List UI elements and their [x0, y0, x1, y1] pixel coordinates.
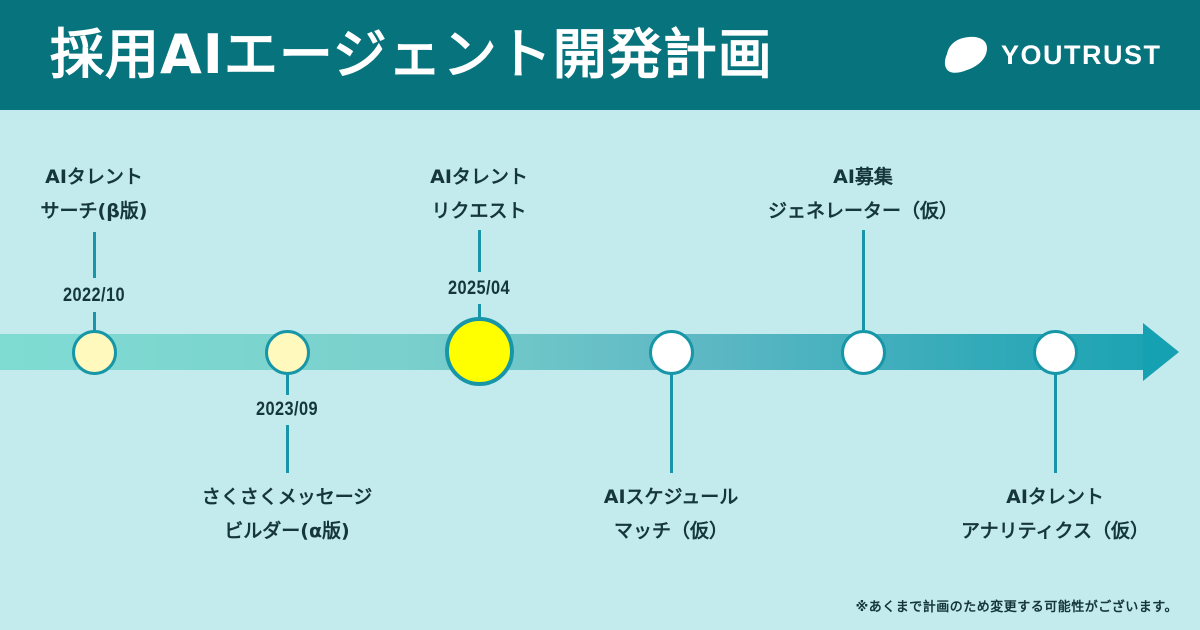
connector-line: [93, 232, 96, 278]
connector-line: [478, 230, 481, 272]
connector-line: [286, 425, 289, 473]
milestone-node: [841, 330, 886, 375]
connector-line: [862, 230, 865, 330]
page-title: 採用AIエージェント開発計画: [50, 23, 773, 86]
milestone-node: [265, 330, 310, 375]
milestone-node: [72, 330, 117, 375]
milestone-label: AI募集 ジェネレーター（仮）: [767, 166, 958, 222]
milestone-label: AIタレント リクエスト: [430, 166, 528, 222]
milestone-node-current: [445, 317, 514, 386]
milestone-label: AIタレント アナリティクス（仮）: [961, 486, 1149, 542]
youtrust-wave-icon: [944, 36, 987, 73]
header-bar: 採用AIエージェント開発計画 YOUTRUST: [0, 0, 1200, 110]
milestone-label: さくさくメッセージ ビルダー(α版): [201, 486, 373, 542]
youtrust-logo: YOUTRUST: [943, 34, 1162, 76]
disclaimer-note: ※あくまで計画のため変更する可能性がございます。: [855, 600, 1178, 615]
connector-line: [670, 375, 673, 473]
milestone-node: [1033, 330, 1078, 375]
logo-text: YOUTRUST: [1001, 39, 1162, 70]
milestone-node: [649, 330, 694, 375]
milestone-date: 2023/09: [255, 399, 319, 420]
connector-line: [1054, 375, 1057, 473]
connector-line: [478, 304, 481, 318]
timeline-bar: [0, 334, 1145, 370]
milestone-label: AIスケジュール マッチ（仮）: [603, 486, 739, 542]
milestone-date: 2025/04: [447, 278, 511, 299]
connector-line: [93, 312, 96, 332]
connector-line: [286, 375, 289, 395]
milestone-label: AIタレント サーチ(β版): [40, 166, 148, 222]
milestone-date: 2022/10: [62, 285, 126, 306]
arrow-right-icon: [1143, 323, 1179, 381]
